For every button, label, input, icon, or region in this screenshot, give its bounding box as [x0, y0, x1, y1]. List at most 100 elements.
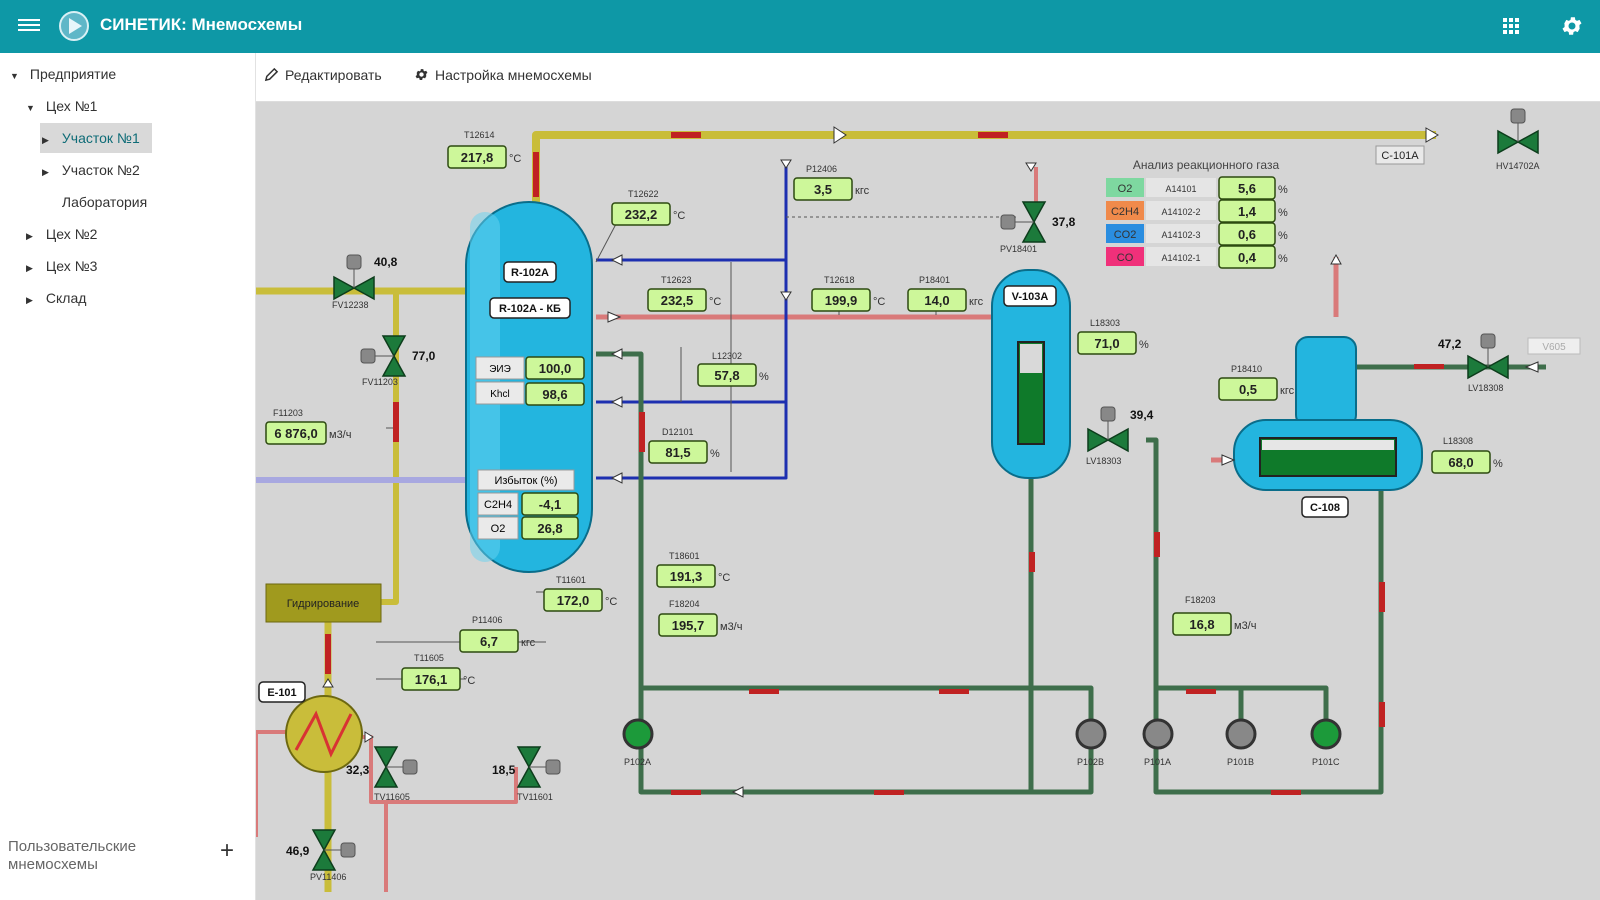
value-t12622-box[interactable] — [611, 202, 671, 226]
tree-item-warehouse[interactable]: ▶ Склад — [26, 290, 87, 306]
valve-value-tv11605: 32,3 — [346, 763, 370, 777]
gas-value-3-box[interactable] — [1218, 245, 1276, 269]
value-f11203-value: 6 876,0 — [274, 426, 317, 441]
heat-exchanger-e101[interactable] — [285, 695, 363, 773]
valve-actuator-tv11605 — [402, 759, 418, 775]
gas-tag-frame-2 — [1146, 224, 1216, 243]
tag-l18303: L18303 — [1090, 318, 1120, 328]
value-l12302-box[interactable] — [697, 363, 757, 387]
label-r102a-kb-frame — [489, 297, 571, 319]
o2-label-frame — [477, 516, 519, 540]
gas-value-0-value: 5,6 — [1238, 181, 1256, 196]
gas-name-3: CO — [1117, 252, 1134, 264]
edit-button[interactable]: Редактировать — [264, 67, 382, 83]
vessel-v103a[interactable] — [991, 269, 1071, 479]
pump-p101a[interactable] — [1142, 718, 1174, 750]
value-excess-o2-box[interactable] — [521, 516, 579, 540]
value-p11406-box[interactable] — [459, 629, 519, 653]
pump-tag-p101b: P101B — [1227, 757, 1254, 767]
flow-marker — [1186, 689, 1216, 694]
valve-tv11601[interactable] — [516, 746, 561, 788]
value-f18204-value: 195,7 — [672, 618, 705, 633]
value-khcl-box[interactable] — [525, 382, 585, 406]
value-p11406-value: 6,7 — [480, 634, 498, 649]
pump-tag-p102a: P102A — [624, 757, 651, 767]
valve-fv12238[interactable] — [333, 254, 375, 301]
value-t12614-box[interactable] — [447, 145, 507, 169]
unit-p18410: кгс — [1280, 385, 1295, 397]
tree-item-shop-3[interactable]: ▶ Цех №3 — [26, 258, 98, 274]
v605-frame — [1527, 337, 1581, 355]
label-r102a-kb: R-102A - КБ — [499, 303, 561, 315]
value-f18204-box[interactable] — [658, 613, 718, 637]
valve-tag-tv11605: TV11605 — [374, 792, 410, 802]
pump-p101c[interactable] — [1310, 718, 1342, 750]
valve-fv11203[interactable] — [360, 335, 407, 377]
value-t11601-box[interactable] — [543, 588, 603, 612]
value-p12406-box[interactable] — [793, 177, 853, 201]
gas-analysis-title: Анализ реакционного газа — [1133, 158, 1280, 172]
flow-marker — [749, 689, 779, 694]
gas-value-2-box[interactable] — [1218, 222, 1276, 246]
value-l18303-box[interactable] — [1077, 331, 1137, 355]
tree-item-laboratory[interactable]: Лаборатория — [61, 194, 148, 210]
unit-p11406: кгс — [521, 637, 536, 649]
hydrogenation-box[interactable] — [265, 583, 382, 623]
gas-tag-frame-3 — [1146, 247, 1216, 266]
value-t18601-box[interactable] — [656, 564, 716, 588]
flow-marker — [671, 790, 701, 795]
label-c101a: C-101A — [1381, 150, 1419, 162]
scheme-settings-button[interactable]: Настройка мнемосхемы — [414, 67, 592, 83]
tree-item-enterprise[interactable]: ▼ Предприятие — [10, 66, 117, 82]
tag-p12406: P12406 — [806, 164, 837, 174]
tree-item-shop-1[interactable]: ▼ Цех №1 — [26, 98, 98, 114]
menu-icon[interactable] — [18, 16, 40, 36]
valve-tv11605[interactable] — [373, 746, 418, 788]
settings-gear-icon[interactable] — [1560, 14, 1584, 38]
gas-value-0-box[interactable] — [1218, 176, 1276, 200]
gas-value-1-box[interactable] — [1218, 199, 1276, 223]
value-f11203-box[interactable] — [265, 421, 327, 445]
value-t12623-box[interactable] — [647, 288, 707, 312]
flow-marker — [1379, 582, 1385, 612]
pump-p102a[interactable] — [622, 718, 654, 750]
valve-pv18401[interactable] — [1000, 201, 1047, 243]
value-f18203-box[interactable] — [1172, 612, 1232, 636]
apps-grid-icon[interactable] — [1502, 17, 1520, 35]
gas-color-2 — [1106, 224, 1144, 243]
unit-t11605: °C — [463, 675, 475, 687]
tree-item-shop-2[interactable]: ▶ Цех №2 — [26, 226, 98, 242]
tree-item-section-2[interactable]: ▶ Участок №2 — [42, 162, 140, 178]
value-t11605-box[interactable] — [401, 667, 461, 691]
value-excess-c2h4-box[interactable] — [521, 492, 579, 516]
value-l18303-value: 71,0 — [1094, 336, 1119, 351]
app-title: СИНЕТИК: Мнемосхемы — [100, 15, 303, 34]
gas-tag-frame-1 — [1146, 201, 1216, 220]
excess-title: Избыток (%) — [494, 475, 557, 487]
value-l18308-box[interactable] — [1431, 450, 1491, 474]
pump-p102b[interactable] — [1075, 718, 1107, 750]
c2h4-label-frame — [477, 492, 519, 516]
valve-lv18303[interactable] — [1087, 406, 1129, 453]
valve-lv18308[interactable] — [1467, 333, 1509, 380]
separator-c108[interactable] — [1233, 336, 1423, 491]
flow-marker — [874, 790, 904, 795]
value-p18401-box[interactable] — [907, 288, 967, 312]
tree-item-section-1[interactable]: ▶ Участок №1 — [40, 123, 152, 153]
c101a-frame — [1375, 145, 1425, 165]
gear-icon — [415, 69, 428, 80]
unit-p12406: кгс — [855, 185, 870, 197]
valve-hv14702a[interactable] — [1497, 108, 1539, 155]
value-t12614-value: 217,8 — [461, 150, 494, 165]
label-e101-frame — [258, 681, 306, 703]
excess-title-frame — [477, 469, 575, 491]
valve-pv11406[interactable] — [311, 829, 356, 871]
pump-p101b[interactable] — [1225, 718, 1257, 750]
gas-name-1: C2H4 — [1111, 206, 1139, 218]
add-user-scheme-button[interactable]: + — [220, 837, 235, 864]
value-d12101-box[interactable] — [648, 440, 708, 464]
unit-f18204: м3/ч — [720, 621, 742, 633]
value-p18410-box[interactable] — [1218, 377, 1278, 401]
value-eiz-box[interactable] — [525, 356, 585, 380]
value-t12618-box[interactable] — [811, 288, 871, 312]
